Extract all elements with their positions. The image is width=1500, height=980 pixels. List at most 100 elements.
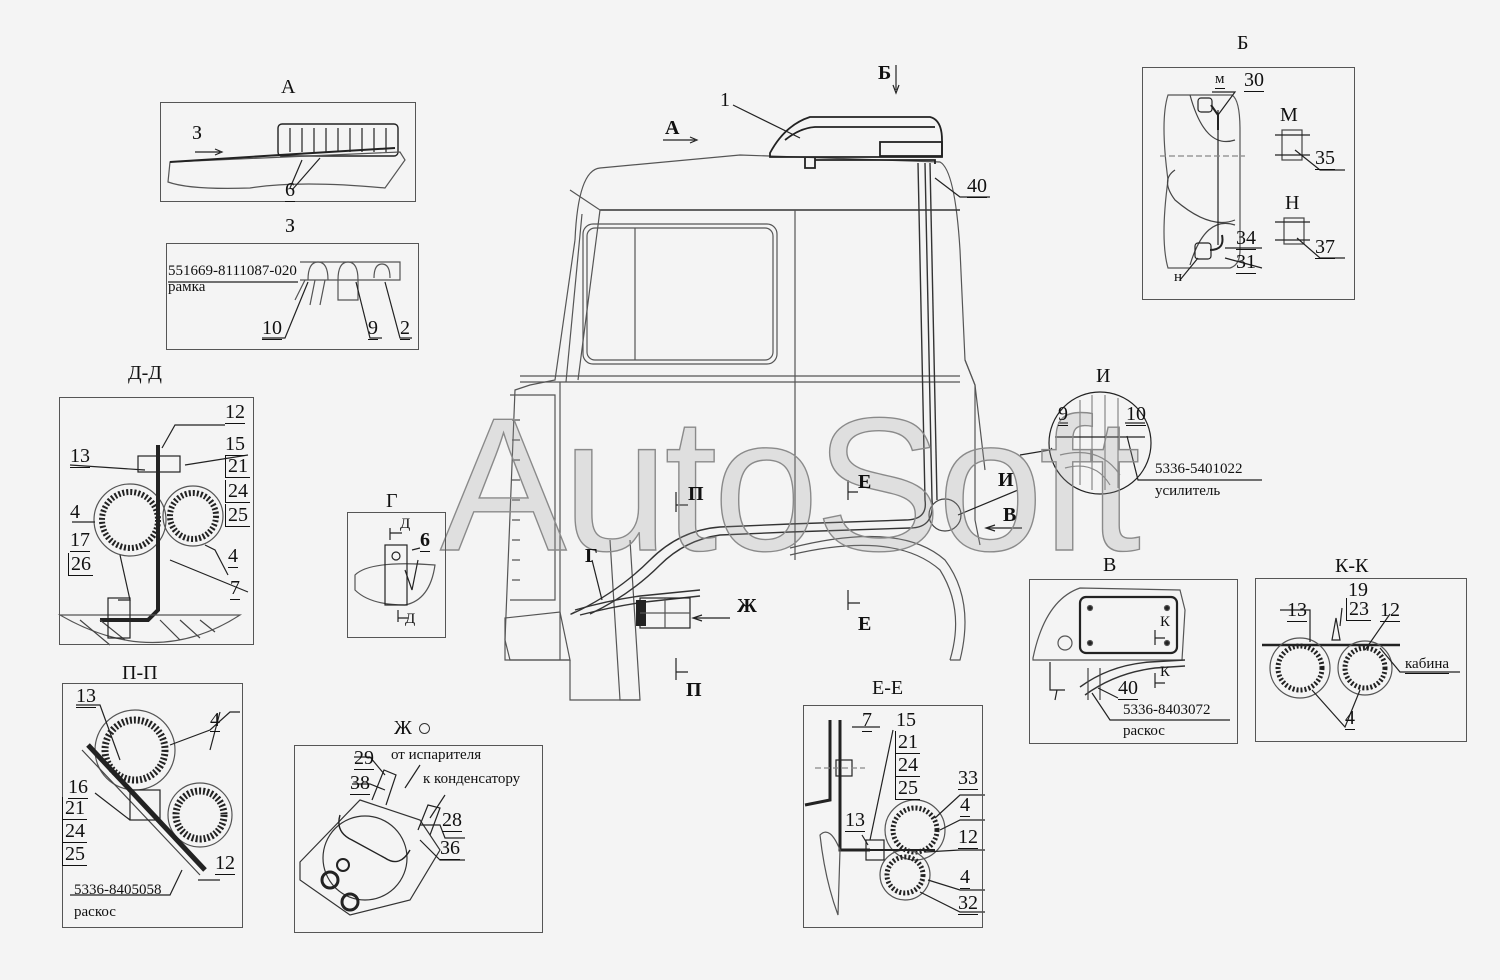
view-zh-panel — [294, 745, 543, 933]
section-dd-callout-25: 25 — [225, 504, 250, 527]
view-v-title: В — [1103, 554, 1117, 576]
section-ee-callout-15: 15 — [896, 709, 916, 731]
view-z-title: З — [285, 215, 296, 237]
section-mark-e-top: Е — [858, 471, 872, 493]
view-arrow-a: А — [665, 117, 680, 139]
view-i-figure — [1019, 391, 1262, 495]
section-dd-callout-4-right: 4 — [228, 545, 238, 568]
section-ee-callout-24: 24 — [895, 754, 920, 777]
view-zh-callout-38: 38 — [350, 772, 370, 795]
view-z-callout-2: 2 — [400, 317, 410, 340]
view-b-callout-34: 34 — [1236, 227, 1256, 250]
view-ref-g: Г — [585, 545, 598, 567]
section-pp-part-name: раскос — [74, 904, 116, 920]
view-b-detail-n-title: Н — [1285, 192, 1300, 214]
view-zh-note-from: от испарителя — [391, 747, 482, 763]
view-z-callout-10: 10 — [262, 317, 282, 340]
watermark: AutoSoft — [439, 379, 1141, 591]
section-pp-callout-4: 4 — [210, 709, 220, 732]
view-a-title: А — [281, 76, 296, 98]
view-zh-circle-icon — [419, 723, 430, 734]
view-b-callout-30: 30 — [1244, 69, 1264, 92]
view-g-cut-top: Д — [400, 516, 411, 532]
section-dd-callout-12: 12 — [225, 401, 245, 424]
view-zh-callout-29: 29 — [354, 747, 374, 770]
section-dd-figure — [57, 424, 249, 646]
view-g-callout-6: 6 — [420, 529, 430, 552]
view-b-callout-31: 31 — [1236, 251, 1256, 274]
view-i-callout-10: 10 — [1126, 403, 1146, 426]
section-ee-callout-32: 32 — [958, 892, 978, 915]
section-kk-callout-4: 4 — [1345, 707, 1355, 730]
view-g-panel — [347, 512, 446, 638]
section-kk-callout-23: 23 — [1346, 598, 1371, 621]
section-ee-panel — [803, 705, 983, 928]
view-g-figure — [354, 528, 436, 622]
section-pp-callout-24: 24 — [62, 820, 87, 843]
ac-unit-roof — [769, 116, 943, 169]
view-v-panel — [1029, 579, 1238, 744]
view-v-cut-bottom: К — [1160, 664, 1171, 680]
view-b-panel — [1142, 67, 1355, 300]
section-dd-title: Д-Д — [128, 362, 162, 384]
view-z-part-name: рамка — [168, 279, 206, 295]
view-z-part-number: 551669-8111087-020 — [168, 263, 297, 279]
section-dd-callout-15: 15 — [225, 433, 245, 456]
view-v-figure — [1032, 587, 1230, 721]
view-arrow-b: Б — [878, 62, 892, 84]
section-kk-figure — [1262, 607, 1460, 729]
section-ee-callout-25: 25 — [895, 777, 920, 800]
view-v-part-number: 5336-8403072 — [1123, 702, 1211, 718]
view-z-callout-9: 9 — [368, 317, 378, 340]
section-dd-callout-26: 26 — [68, 553, 93, 576]
view-zh-callout-28: 28 — [442, 809, 462, 832]
view-a-callout-6: 6 — [285, 179, 295, 202]
section-kk-callout-19: 19 — [1348, 579, 1368, 601]
view-b-callout-35: 35 — [1315, 147, 1335, 170]
section-ee-title: Е-Е — [872, 677, 904, 699]
section-pp-callout-16: 16 — [68, 776, 88, 799]
view-b-callout-m: м — [1215, 71, 1225, 89]
section-pp-callout-21: 21 — [62, 797, 87, 820]
view-b-callout-n: н — [1174, 269, 1183, 285]
view-b-detail-m-title: М — [1280, 104, 1298, 126]
view-g-cut-bottom: Д — [405, 611, 416, 627]
view-zh-note-to: к конденсатору — [423, 771, 521, 787]
view-z-figure — [168, 261, 412, 339]
section-dd-callout-24: 24 — [225, 480, 250, 503]
view-arrow-zh: Ж — [737, 595, 757, 617]
view-zh-callout-36: 36 — [440, 837, 460, 860]
section-ee-callout-13: 13 — [845, 809, 865, 832]
section-ee-callout-33: 33 — [958, 767, 978, 790]
section-ee-callout-12: 12 — [958, 826, 978, 849]
view-i-title: И — [1096, 365, 1111, 387]
section-dd-callout-4-left: 4 — [70, 501, 80, 523]
callout-1: 1 — [720, 89, 730, 111]
compressor-block — [636, 597, 691, 629]
view-zh-title: Ж — [394, 717, 412, 739]
view-a-figure — [167, 123, 406, 191]
section-kk-part-name: кабина — [1405, 656, 1450, 674]
section-ee-callout-7: 7 — [862, 709, 872, 732]
section-ee-callout-4-bottom: 4 — [960, 866, 970, 889]
section-kk-panel — [1255, 578, 1467, 742]
section-mark-p-top: П — [688, 483, 704, 505]
view-i-part-name: усилитель — [1155, 483, 1221, 499]
section-dd-callout-7: 7 — [230, 577, 240, 600]
section-dd-callout-17: 17 — [70, 529, 90, 552]
section-kk-callout-12: 12 — [1380, 599, 1400, 622]
section-kk-title: К-К — [1335, 555, 1369, 577]
view-v-part-name: раскос — [1123, 723, 1165, 739]
section-dd-panel — [59, 397, 254, 645]
view-zh-figure — [299, 756, 465, 916]
section-dd-callout-21: 21 — [225, 455, 250, 478]
section-dd-callout-13: 13 — [70, 445, 90, 468]
section-pp-title: П-П — [122, 662, 158, 684]
view-b-callout-37: 37 — [1315, 236, 1335, 259]
section-pp-callout-25: 25 — [62, 843, 87, 866]
view-v-callout-40: 40 — [1118, 677, 1138, 700]
view-ref-i: И — [998, 469, 1014, 491]
section-kk-callout-13: 13 — [1287, 599, 1307, 622]
section-pp-callout-12: 12 — [215, 852, 235, 875]
section-pp-callout-13: 13 — [76, 685, 96, 708]
